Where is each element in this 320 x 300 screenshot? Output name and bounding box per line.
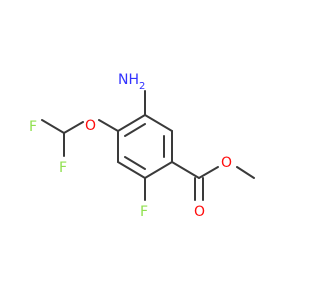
fluorine-3-label: F <box>140 204 148 220</box>
amine-label: NH2 <box>118 72 145 92</box>
bond-ring-4 <box>117 161 146 179</box>
molecule-structure-diagram: NH2 O F F F O O <box>29 72 255 220</box>
bond-c-f1 <box>41 119 65 134</box>
bond-ring-6-inner <box>124 123 146 137</box>
bond-c-o-ester <box>198 166 219 179</box>
bond-c-o-ether <box>98 119 119 132</box>
carbonyl-oxygen-label: O <box>194 204 205 220</box>
fluorine-1-label: F <box>29 119 37 135</box>
bond-ring-3 <box>144 161 173 179</box>
bond-ring-1 <box>144 114 173 132</box>
bond-ring-6 <box>117 114 146 132</box>
fluorine-2-label: F <box>59 160 67 176</box>
ester-oxygen-label: O <box>221 155 232 171</box>
bond-o-chf2 <box>63 121 84 134</box>
benzene-ring <box>117 114 173 179</box>
bond-c-carbonyl <box>171 161 200 179</box>
bond-ring-4-inner <box>124 156 146 170</box>
bond-o-methyl <box>236 166 255 179</box>
ether-oxygen-label: O <box>85 118 96 134</box>
